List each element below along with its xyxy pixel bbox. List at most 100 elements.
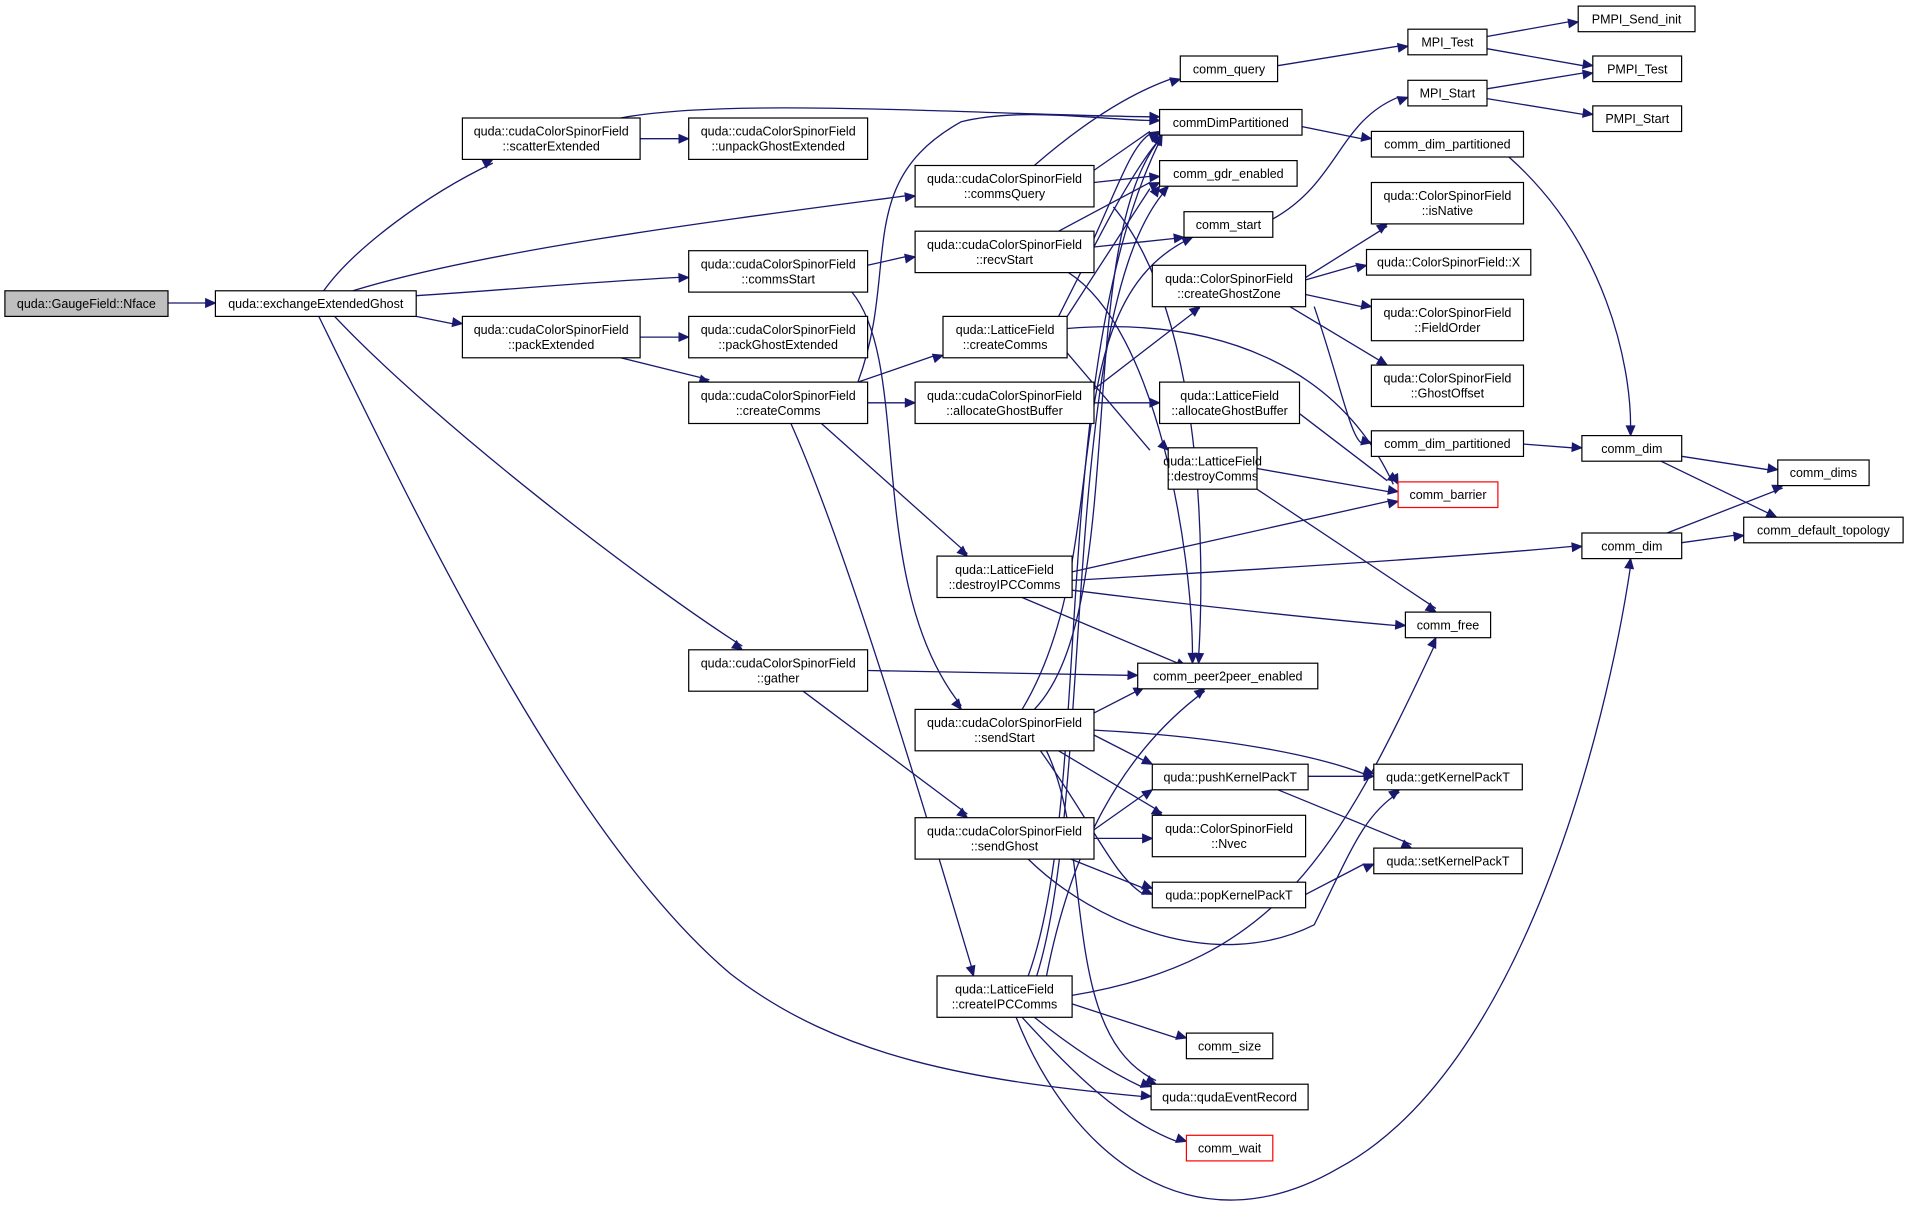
arrowhead bbox=[1360, 131, 1373, 142]
node-label: quda::cudaColorSpinorField bbox=[701, 323, 856, 337]
edge-sendStart-to-eventRecord bbox=[1045, 750, 1158, 1085]
node-fieldOrder[interactable]: quda::ColorSpinorField::FieldOrder bbox=[1370, 298, 1525, 342]
node-commBarrier[interactable]: comm_barrier bbox=[1397, 481, 1499, 509]
node-box bbox=[1370, 130, 1525, 158]
node-label: quda::qudaEventRecord bbox=[1162, 1091, 1297, 1105]
node-lfAllocGhostBuf[interactable]: quda::LatticeField::allocateGhostBuffer bbox=[1158, 381, 1301, 425]
node-commDimA[interactable]: comm_dim bbox=[1581, 435, 1683, 462]
node-recvStart[interactable]: quda::cudaColorSpinorField::recvStart bbox=[914, 230, 1095, 274]
arrowhead bbox=[1142, 833, 1154, 844]
edge-commsQuery-to-p2p bbox=[1112, 206, 1205, 665]
node-label: comm_free bbox=[1417, 618, 1480, 632]
arrowhead bbox=[956, 807, 969, 819]
node-lfDestroyComms[interactable]: quda::LatticeField::destroyComms bbox=[1163, 447, 1262, 490]
node-setKernel[interactable]: quda::setKernelPackT bbox=[1373, 847, 1523, 875]
arrowhead bbox=[1567, 18, 1580, 29]
node-commDimPartB[interactable]: comm_dim_partitioned bbox=[1370, 430, 1525, 457]
node-lfCreateComms[interactable]: quda::LatticeField::createComms bbox=[942, 315, 1068, 359]
arrowhead bbox=[1127, 670, 1139, 681]
node-createGhostZone[interactable]: quda::ColorSpinorField::createGhostZone bbox=[1151, 264, 1307, 308]
node-pushKernel[interactable]: quda::pushKernelPackT bbox=[1151, 763, 1309, 791]
node-pmpiSendInit[interactable]: PMPI_Send_init bbox=[1577, 5, 1696, 33]
node-box bbox=[1167, 447, 1258, 490]
edge-sendStart-to-commStart bbox=[1021, 236, 1194, 710]
edge-commDimB-to-commDefaultTopo bbox=[1681, 531, 1745, 544]
arrowhead bbox=[904, 192, 917, 203]
node-commSize[interactable]: comm_size bbox=[1185, 1032, 1274, 1060]
node-allocGhostBuf[interactable]: quda::cudaColorSpinorField::allocateGhos… bbox=[914, 381, 1095, 425]
node-label: quda::ColorSpinorField bbox=[1383, 306, 1511, 320]
node-exchange[interactable]: quda::exchangeExtendedGhost bbox=[214, 290, 417, 317]
arrowhead bbox=[904, 253, 917, 264]
arrowhead bbox=[1152, 133, 1163, 147]
edge-lfAllocGhostBuf-to-commBarrier bbox=[1299, 413, 1400, 483]
node-scatterExt[interactable]: quda::cudaColorSpinorField::scatterExten… bbox=[461, 117, 641, 161]
node-label: ::GhostOffset bbox=[1411, 387, 1485, 401]
node-eventRecord[interactable]: quda::qudaEventRecord bbox=[1150, 1083, 1309, 1111]
node-mpiTest[interactable]: MPI_Test bbox=[1407, 28, 1488, 56]
node-commStart[interactable]: comm_start bbox=[1183, 211, 1274, 238]
node-cscCreateComms[interactable]: quda::cudaColorSpinorField::createComms bbox=[688, 381, 869, 425]
edge-exchange-to-commsStart bbox=[416, 272, 690, 297]
node-commDims[interactable]: comm_dims bbox=[1777, 459, 1870, 487]
node-unpackGhostExt[interactable]: quda::cudaColorSpinorField::unpackGhostE… bbox=[688, 117, 869, 161]
node-getKernel[interactable]: quda::getKernelPackT bbox=[1373, 763, 1523, 791]
node-popKernel[interactable]: quda::popKernelPackT bbox=[1151, 881, 1307, 909]
node-label: quda::ColorSpinorField bbox=[1383, 372, 1511, 386]
arrowhead bbox=[1581, 59, 1595, 70]
node-label: quda::cudaColorSpinorField bbox=[474, 125, 629, 139]
arrowhead bbox=[1362, 863, 1375, 873]
node-mpiStart[interactable]: MPI_Start bbox=[1407, 79, 1488, 107]
node-box bbox=[688, 381, 869, 425]
node-commDimPart[interactable]: commDimPartitioned bbox=[1158, 108, 1303, 136]
node-destroyIPC[interactable]: quda::LatticeField::destroyIPCComms bbox=[936, 555, 1073, 599]
node-label: comm_default_topology bbox=[1757, 523, 1890, 537]
node-gather[interactable]: quda::cudaColorSpinorField::gather bbox=[688, 649, 869, 692]
node-box bbox=[1777, 459, 1870, 487]
arrowhead bbox=[1624, 557, 1635, 570]
node-label: ::unpackGhostExtended bbox=[711, 140, 844, 154]
node-commGdr[interactable]: comm_gdr_enabled bbox=[1158, 160, 1298, 187]
node-label: quda::cudaColorSpinorField bbox=[474, 323, 629, 337]
arrowhead bbox=[730, 639, 744, 651]
node-nface[interactable]: quda::GaugeField::Nface bbox=[4, 290, 169, 317]
node-commQuery[interactable]: comm_query bbox=[1179, 55, 1279, 83]
arrowhead bbox=[1139, 1078, 1153, 1088]
node-isNative[interactable]: quda::ColorSpinorField::isNative bbox=[1370, 181, 1525, 225]
node-commsQuery[interactable]: quda::cudaColorSpinorField::commsQuery bbox=[914, 164, 1095, 208]
node-createIPC[interactable]: quda::LatticeField::createIPCComms bbox=[936, 975, 1073, 1018]
node-box bbox=[1577, 5, 1696, 33]
node-packExt[interactable]: quda::cudaColorSpinorField::packExtended bbox=[461, 315, 641, 359]
arrowhead bbox=[1140, 885, 1154, 895]
node-pmpiTest[interactable]: PMPI_Test bbox=[1592, 55, 1683, 83]
node-box bbox=[936, 975, 1073, 1018]
node-cspX[interactable]: quda::ColorSpinorField::X bbox=[1365, 248, 1532, 276]
node-box bbox=[1397, 481, 1499, 509]
edge-cscCreateComms-to-commDimPart bbox=[857, 113, 1161, 383]
node-commFree[interactable]: comm_free bbox=[1404, 611, 1492, 639]
node-box bbox=[1365, 248, 1532, 276]
node-label: quda::ColorSpinorField::X bbox=[1377, 256, 1521, 270]
edge-commsQuery-to-commQuery bbox=[1033, 77, 1182, 166]
edge-mpiTest-to-pmpiTest bbox=[1486, 48, 1595, 70]
node-commDefaultTopo[interactable]: comm_default_topology bbox=[1743, 516, 1904, 544]
node-p2p[interactable]: comm_peer2peer_enabled bbox=[1137, 662, 1319, 690]
node-commDimPartA[interactable]: comm_dim_partitioned bbox=[1370, 130, 1525, 158]
node-box bbox=[461, 315, 641, 359]
node-box bbox=[1592, 55, 1683, 83]
node-sendGhost[interactable]: quda::cudaColorSpinorField::sendGhost bbox=[914, 817, 1095, 860]
edge-cscCreateComms-to-allocGhostBuf bbox=[867, 397, 917, 408]
node-label: quda::LatticeField bbox=[955, 983, 1054, 997]
node-ghostOffset[interactable]: quda::ColorSpinorField::GhostOffset bbox=[1370, 364, 1525, 408]
node-commWait[interactable]: comm_wait bbox=[1185, 1134, 1274, 1162]
node-sendStart[interactable]: quda::cudaColorSpinorField::sendStart bbox=[914, 708, 1095, 752]
node-packGhostExt[interactable]: quda::cudaColorSpinorField::packGhostExt… bbox=[688, 315, 869, 359]
node-pmpiStart[interactable]: PMPI_Start bbox=[1592, 105, 1683, 133]
edge-createGhostZone-to-cspX bbox=[1305, 262, 1368, 281]
edge-sendGhost-to-popKernel bbox=[1070, 858, 1154, 890]
node-nvec[interactable]: quda::ColorSpinorField::Nvec bbox=[1151, 814, 1307, 858]
node-commDimB[interactable]: comm_dim bbox=[1581, 532, 1683, 560]
edge-createIPC-to-commDimB bbox=[1015, 557, 1635, 1201]
node-commsStart[interactable]: quda::cudaColorSpinorField::commsStart bbox=[688, 250, 869, 293]
